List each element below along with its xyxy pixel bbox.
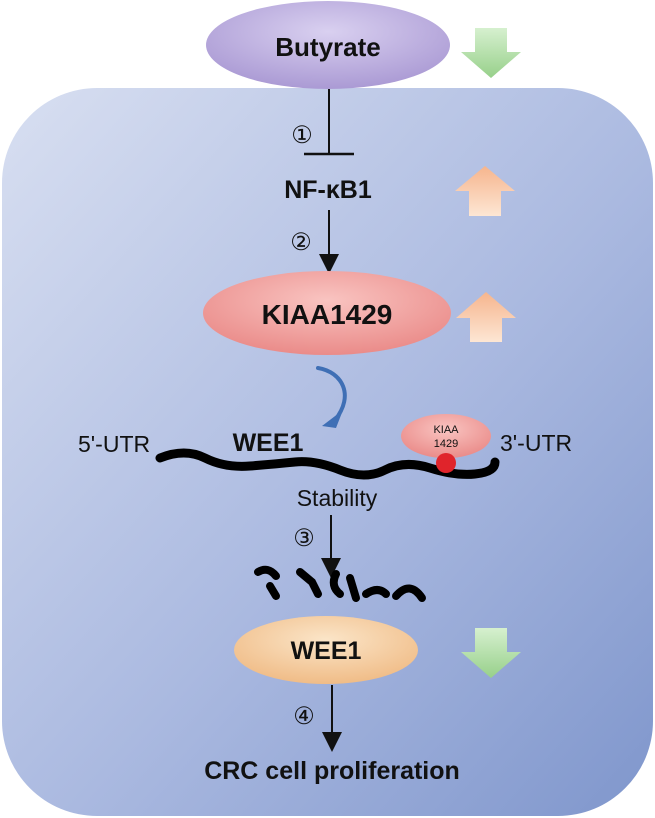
step-1-marker: ① — [291, 122, 313, 149]
wee1-down-arrow — [461, 628, 521, 678]
kiaa-small-line2: 1429 — [434, 438, 458, 450]
nfkb1-label: NF-κB1 — [284, 176, 372, 204]
outcome-label: CRC cell proliferation — [204, 757, 460, 785]
kiaa-small-line1: KIAA — [433, 424, 459, 436]
kiaa1429-bound-node — [401, 414, 491, 458]
stability-label: Stability — [297, 485, 378, 511]
step-3-marker: ③ — [293, 525, 315, 552]
degraded-mrna-fragments — [254, 565, 426, 602]
step-4-marker: ④ — [293, 703, 315, 730]
binding-arrow-head — [322, 410, 343, 428]
wee1-mrna-label: WEE1 — [233, 429, 304, 457]
kiaa1429-up-arrow — [456, 292, 516, 342]
wee1-mrna-strand — [155, 448, 500, 480]
nfkb1-up-arrow — [455, 166, 515, 216]
kiaa1429-label: KIAA1429 — [262, 299, 393, 330]
kiaa1429-node — [203, 271, 451, 355]
wee1-protein-label: WEE1 — [291, 637, 362, 665]
butyrate-down-arrow — [461, 28, 521, 78]
m6a-modification-dot — [436, 453, 456, 473]
step-2-marker: ② — [290, 229, 312, 256]
wee1-protein-node — [234, 616, 418, 684]
utr3-label: 3'-UTR — [500, 430, 572, 456]
butyrate-label: Butyrate — [275, 32, 380, 62]
utr5-label: 5'-UTR — [78, 431, 150, 457]
butyrate-node — [206, 1, 450, 89]
